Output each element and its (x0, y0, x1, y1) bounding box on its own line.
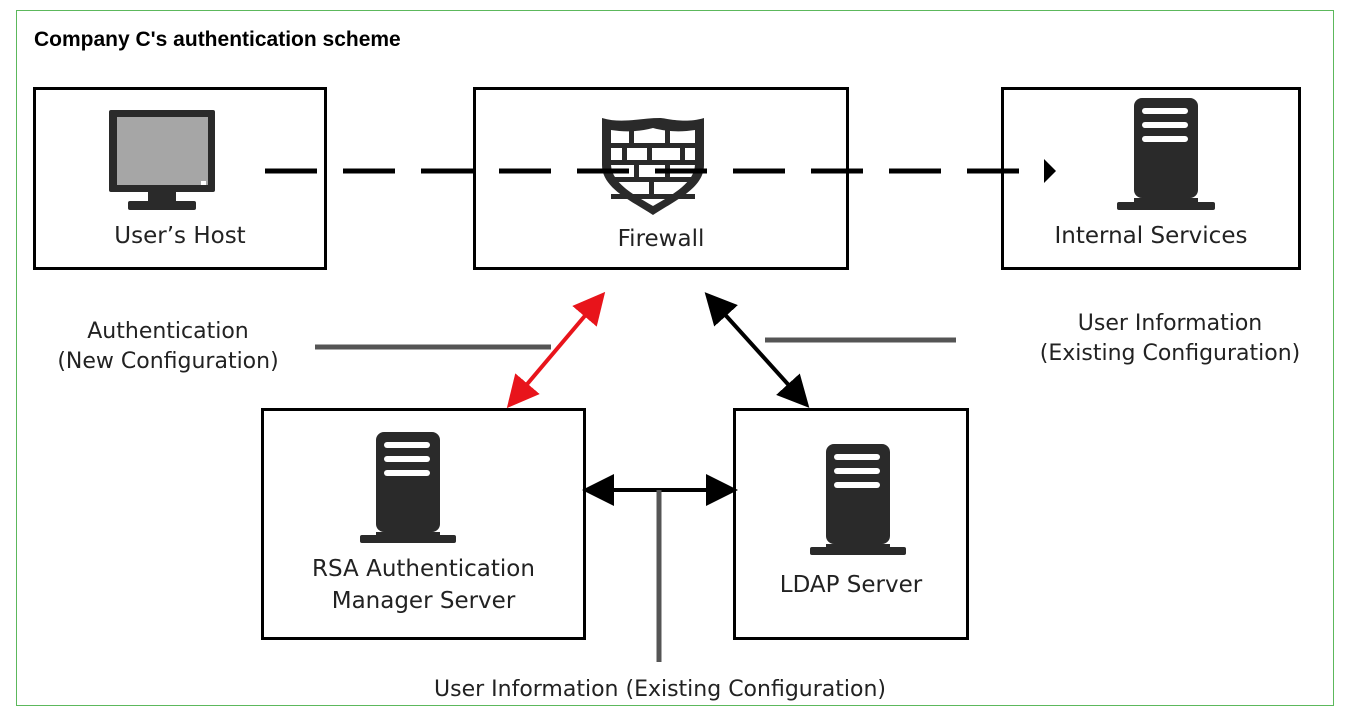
dashed-flow-arrow (265, 159, 1056, 183)
ldap-label: LDAP Server (779, 572, 923, 598)
rsa-server-icon (360, 432, 456, 543)
monitor-icon (109, 110, 215, 210)
userinfo-right-note-line2: (Existing Configuration) (1039, 341, 1301, 366)
firewall-ldap-arrow (704, 292, 810, 408)
auth-note-line1: Authentication (87, 319, 249, 344)
rsa-label-line2: Manager Server (331, 588, 516, 614)
rsa-label-line1: RSA Authentication (312, 556, 535, 582)
ldap-server-icon (810, 444, 906, 555)
internal-services-server-icon (1117, 98, 1215, 210)
users-host-label: User’s Host (114, 223, 246, 249)
auth-note-line2: (New Configuration) (57, 349, 279, 374)
firewall-shield-icon (602, 118, 704, 215)
firewall-label: Firewall (617, 226, 705, 252)
users-host-node (33, 87, 327, 270)
userinfo-right-note-line1: User Information (1077, 311, 1263, 336)
internal-services-label: Internal Services (1054, 223, 1248, 249)
userinfo-bottom-note: User Information (Existing Configuration… (434, 677, 886, 702)
diagram-title: Company C's authentication scheme (34, 28, 401, 51)
authentication-arrow (506, 291, 606, 409)
